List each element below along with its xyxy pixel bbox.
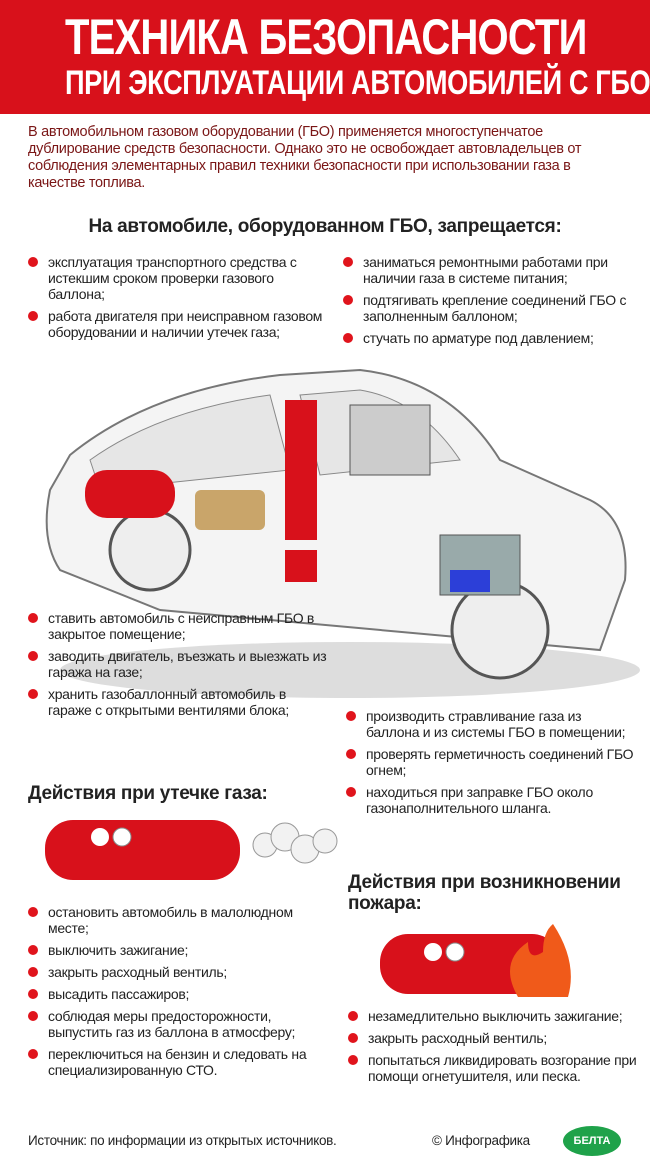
list-item: заниматься ремонтными работами при налич… bbox=[343, 254, 643, 286]
copyright: © Инфографика bbox=[432, 1133, 530, 1148]
car-window-rear bbox=[89, 394, 291, 491]
leak-list: остановить автомобиль в малолюдном месте… bbox=[28, 904, 328, 1084]
gas-cylinder bbox=[85, 470, 175, 518]
list-item: производить стравливание газа из баллона… bbox=[346, 708, 636, 740]
fire-list: незамедлительно выключить зажигание; зак… bbox=[348, 1008, 648, 1090]
exclamation-dot-icon bbox=[285, 550, 317, 582]
header-banner: ТЕХНИКА БЕЗОПАСНОСТИ ПРИ ЭКСПЛУАТАЦИИ АВ… bbox=[0, 0, 650, 114]
list-item: хранить газобаллонный автомобиль в гараж… bbox=[28, 686, 328, 718]
list-item: эксплуатация транспортного средства с ис… bbox=[28, 254, 328, 302]
list-item: переключиться на бензин и следовать на с… bbox=[28, 1046, 328, 1078]
car-wheel-front bbox=[450, 580, 550, 680]
list-item: работа двигателя при неисправном газовом… bbox=[28, 308, 328, 340]
gas-reducer bbox=[450, 570, 490, 592]
car-wheel-rear bbox=[108, 508, 192, 592]
detail-inset bbox=[349, 404, 431, 476]
gauge-icon bbox=[445, 942, 465, 962]
forbidden-heading: На автомобиле, оборудованном ГБО, запрещ… bbox=[88, 216, 562, 237]
fuel-tank bbox=[195, 490, 265, 530]
list-item: незамедлительно выключить зажигание; bbox=[348, 1008, 648, 1024]
fire-heading: Действия при возникновении пожара: bbox=[348, 872, 621, 914]
gas-cylinder bbox=[45, 820, 240, 880]
forbidden-list-right-bottom: производить стравливание газа из баллона… bbox=[346, 708, 636, 822]
gauge-icon bbox=[112, 827, 132, 847]
forbidden-list-left-bottom: ставить автомобиль с неисправным ГБО в з… bbox=[28, 610, 328, 724]
belta-logo: БЕЛТА bbox=[563, 1126, 621, 1156]
list-item: проверять герметичность соединений ГБО о… bbox=[346, 746, 636, 778]
exclamation-bar-icon bbox=[285, 400, 317, 540]
valve-icon bbox=[91, 828, 109, 846]
list-item: стучать по арматуре под давлением; bbox=[343, 330, 643, 346]
list-item: попытаться ликвидировать возгорание при … bbox=[348, 1052, 648, 1084]
forbidden-list-left-top: эксплуатация транспортного средства с ис… bbox=[28, 254, 328, 346]
list-item: высадить пассажиров; bbox=[28, 986, 328, 1002]
leak-heading: Действия при утечке газа: bbox=[28, 783, 268, 804]
list-item: выключить зажигание; bbox=[28, 942, 328, 958]
valve-icon bbox=[424, 943, 442, 961]
forbidden-list-right-top: заниматься ремонтными работами при налич… bbox=[343, 254, 643, 352]
list-item: закрыть расходный вентиль; bbox=[28, 964, 328, 980]
gas-cloud-icon bbox=[252, 822, 338, 864]
list-item: соблюдая меры предосторожности, выпустит… bbox=[28, 1008, 328, 1040]
list-item: подтягивать крепление соединений ГБО с з… bbox=[343, 292, 643, 324]
title-line1: ТЕХНИКА БЕЗОПАСНОСТИ bbox=[65, 9, 587, 65]
car-illustration bbox=[45, 368, 640, 698]
fire-icon bbox=[510, 924, 571, 997]
list-item: заводить двигатель, въезжать и выезжать … bbox=[28, 648, 328, 680]
source-note: Источник: по информации из открытых исто… bbox=[28, 1133, 337, 1148]
title-line2: ПРИ ЭКСПЛУАТАЦИИ АВТОМОБИЛЕЙ С ГБО bbox=[65, 64, 650, 102]
intro-text: В автомобильном газовом оборудовании (ГБ… bbox=[28, 124, 582, 191]
list-item: остановить автомобиль в малолюдном месте… bbox=[28, 904, 328, 936]
leaking-cylinder-illustration bbox=[45, 820, 338, 880]
burning-cylinder-illustration bbox=[380, 924, 571, 997]
list-item: ставить автомобиль с неисправным ГБО в з… bbox=[28, 610, 328, 642]
list-item: закрыть расходный вентиль; bbox=[348, 1030, 648, 1046]
list-item: находиться при заправке ГБО около газона… bbox=[346, 784, 636, 816]
